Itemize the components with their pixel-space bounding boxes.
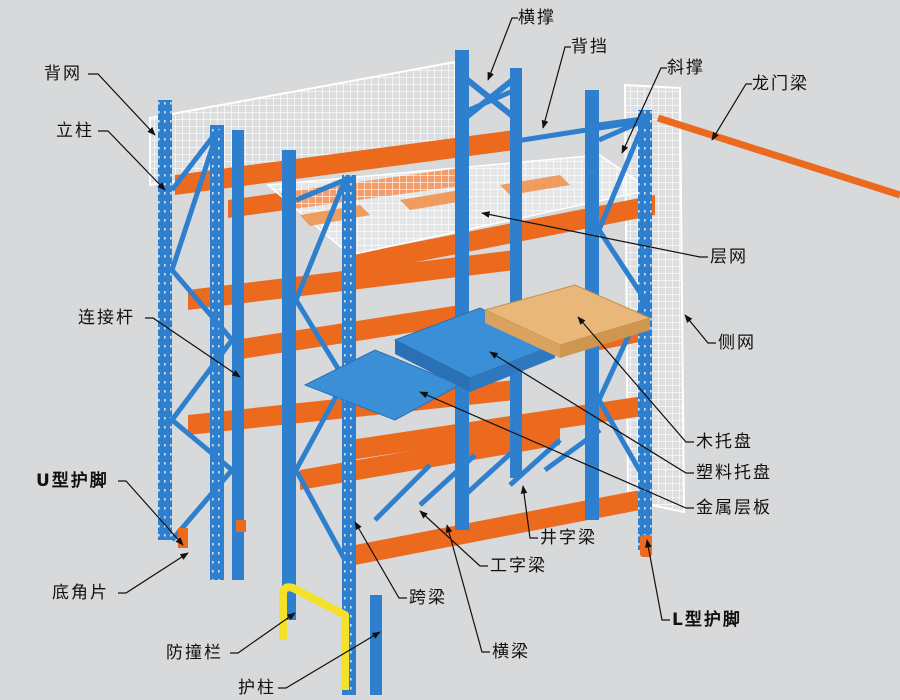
label-cross-grid-beam: 井字梁: [540, 528, 597, 548]
label-horizontal-brace: 横撑: [518, 8, 556, 28]
label-upright: 立柱: [56, 121, 94, 141]
label-base-plate: 底角片: [52, 583, 109, 603]
label-connecting-bar: 连接杆: [78, 308, 135, 328]
label-span-beam: 跨梁: [409, 588, 447, 608]
label-gantry-beam: 龙门梁: [752, 74, 809, 94]
leader-lines: [88, 17, 752, 689]
label-diagonal-brace: 斜撑: [667, 58, 705, 78]
label-i-beam: 工字梁: [490, 556, 547, 576]
label-shelf-mesh: 层网: [710, 247, 748, 267]
diagonal-braces: [168, 87, 650, 562]
label-back-mesh: 背网: [44, 64, 82, 84]
label-side-mesh: 侧网: [718, 333, 756, 353]
wood-pallet: [483, 284, 652, 358]
crash-barrier: [279, 583, 349, 690]
label-plastic-pallet: 塑料托盘: [696, 463, 772, 483]
label-l-foot-guard: L型护脚: [672, 610, 742, 630]
label-wood-pallet: 木托盘: [696, 432, 753, 452]
label-metal-shelf-panel: 金属层板: [696, 498, 772, 518]
i-beams: [373, 427, 602, 522]
label-column-guard: 护柱: [238, 678, 276, 698]
label-crash-barrier: 防撞栏: [166, 643, 223, 663]
gantry-beam: [656, 114, 900, 199]
label-back-stop: 背挡: [571, 37, 609, 57]
label-cross-beam: 横梁: [492, 642, 530, 662]
label-u-foot-guard: U型护脚: [36, 471, 109, 491]
